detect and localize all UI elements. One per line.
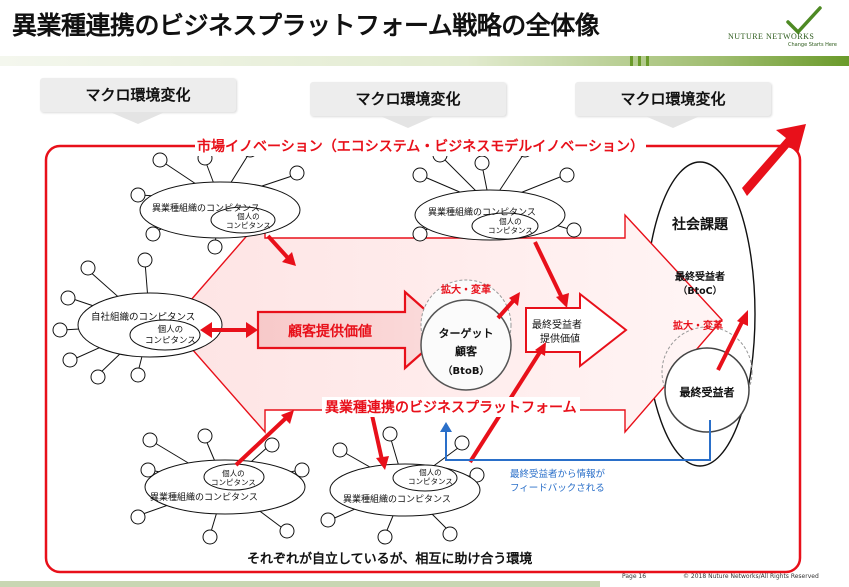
logo-name: NUTURE NETWORKS — [728, 32, 815, 41]
growth-arrow — [742, 124, 806, 196]
top-center-org-label: 異業種組織のコンピタンス — [428, 208, 536, 218]
social-btoc-label: （BtoC） — [677, 286, 723, 297]
footer-bar — [0, 581, 600, 587]
bottom-caption: それぞれが自立しているが、相互に助け合う環境 — [247, 552, 533, 567]
footer-copyright: © 2018 Nuture Networks/All Rights Reserv… — [683, 573, 819, 580]
cluster-bottom-left-network — [130, 428, 310, 545]
end-value-line2: 提供価値 — [540, 334, 580, 345]
logo: NUTURE NETWORKS Change Starts Here — [728, 6, 844, 50]
red-connectors — [200, 234, 748, 470]
target-line2: 顧客 — [455, 345, 477, 358]
cluster-bottom-center-network — [320, 426, 485, 545]
macro-label-1: マクロ環境変化 — [40, 78, 236, 112]
social-issue-title: 社会課題 — [672, 217, 728, 233]
feedback-arrow — [440, 420, 711, 461]
footer-page-number: Page 16 — [622, 573, 647, 580]
cluster-top-center-network — [412, 142, 582, 242]
top-left-org-label: 異業種組織のコンピタンス — [152, 204, 260, 214]
cluster-top-left-network — [130, 142, 305, 255]
target-line1: ターゲット — [438, 327, 494, 340]
platform-label: 異業種連携のビジネスプラットフォーム — [322, 397, 580, 417]
own-indiv-label: 個人の コンピタンス — [145, 325, 196, 346]
macro-chevrons — [110, 112, 700, 128]
target-line3: （BtoB） — [442, 366, 490, 377]
cluster-own-network — [52, 252, 223, 385]
top-center-indiv-label: 個人の コンピタンス — [488, 217, 533, 235]
end-beneficiary-label: 最終受益者 — [679, 386, 735, 399]
market-innovation-label: 市場イノベーション（エコシステム・ビジネスモデルイノベーション） — [195, 136, 647, 156]
feedback-line1: 最終受益者から情報が — [510, 469, 606, 480]
feedback-line2: フィードバックされる — [510, 483, 605, 494]
macro-label-3: マクロ環境変化 — [575, 82, 771, 116]
top-left-indiv-label: 個人の コンピタンス — [226, 212, 271, 230]
target-circle — [420, 299, 512, 391]
bottom-left-indiv-label: 個人の コンピタンス — [211, 469, 256, 487]
bottom-left-org-label: 異業種組織のコンピタンス — [150, 493, 258, 503]
logo-tagline: Change Starts Here — [788, 42, 837, 48]
page-title: 異業種連携のビジネスプラットフォーム戦略の全体像 — [12, 11, 600, 40]
expand-change-label-1: 拡大・変革 — [441, 285, 491, 296]
bottom-center-org-label: 異業種組織のコンピタンス — [343, 495, 451, 505]
end-beneficiary-circle — [664, 347, 750, 433]
expand-change-label-2: 拡大・変革 — [673, 321, 723, 332]
logo-mark-icon — [786, 6, 822, 35]
end-value-arrow — [525, 291, 628, 369]
social-beneficiary-label: 最終受益者 — [675, 272, 725, 283]
bottom-center-indiv-label: 個人の コンピタンス — [408, 468, 453, 486]
customer-value-label: 顧客提供価値 — [288, 324, 372, 340]
own-org-label: 自社組織のコンピタンス — [91, 312, 196, 323]
header-stripe — [0, 56, 849, 66]
macro-label-2: マクロ環境変化 — [310, 82, 506, 116]
end-value-line1: 最終受益者 — [532, 320, 582, 331]
